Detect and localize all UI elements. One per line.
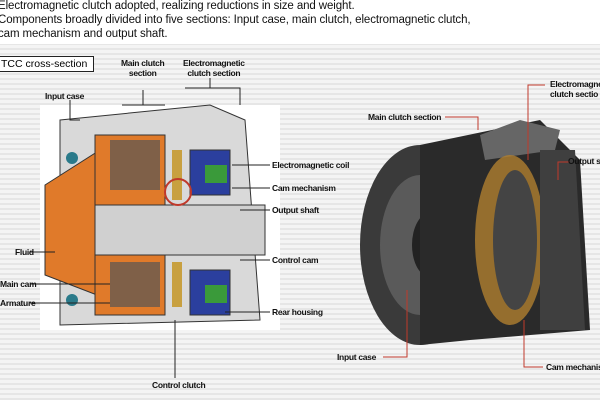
- assembly-label-input-case: Input case: [337, 352, 377, 362]
- label-line: Electromagne: [550, 79, 600, 89]
- label-rear-housing: Rear housing: [272, 307, 323, 317]
- label-main-cam: Main cam: [0, 279, 37, 289]
- label-output-shaft: Output shaft: [272, 205, 319, 215]
- label-cam-mechanism: Cam mechanism: [272, 183, 336, 193]
- label-line: Main clutch: [121, 58, 165, 68]
- assembly-drawing: [360, 120, 590, 345]
- cross-section-leaders: [30, 78, 270, 378]
- assembly-label-cam-mechanism: Cam mechanis: [546, 362, 600, 372]
- label-line: Electromagnetic: [183, 58, 245, 68]
- label-control-cam: Control cam: [272, 255, 319, 265]
- assembly-label-output-shaft: Output s: [568, 156, 600, 166]
- label-input-case: Input case: [45, 91, 85, 101]
- label-armature: Armature: [0, 298, 36, 308]
- label-control-clutch: Control clutch: [152, 380, 206, 390]
- label-line: clutch section: [187, 68, 241, 78]
- label-line: clutch sectio: [550, 89, 599, 99]
- header: Electromagnetic clutch adopted, realizin…: [0, 0, 600, 44]
- cross-section-title: TCC cross-section: [0, 56, 95, 72]
- assembly-label-main-clutch-section: Main clutch section: [368, 112, 442, 122]
- main-clutch-plates: [110, 140, 160, 190]
- cross-section-drawing: [40, 104, 280, 330]
- label-line: section: [128, 68, 157, 78]
- header-line-1: Electromagnetic clutch adopted, realizin…: [0, 0, 355, 12]
- header-line-3: cam mechanism and output shaft.: [0, 28, 168, 40]
- header-line-2: Components broadly divided into five sec…: [0, 14, 471, 26]
- label-electromagnetic-coil: Electromagnetic coil: [272, 160, 350, 170]
- assembly-leaders: [383, 84, 570, 368]
- cam-mechanism-highlight: [164, 178, 192, 206]
- label-fluid: Fluid: [15, 247, 34, 257]
- output-shaft-shape: [94, 204, 266, 256]
